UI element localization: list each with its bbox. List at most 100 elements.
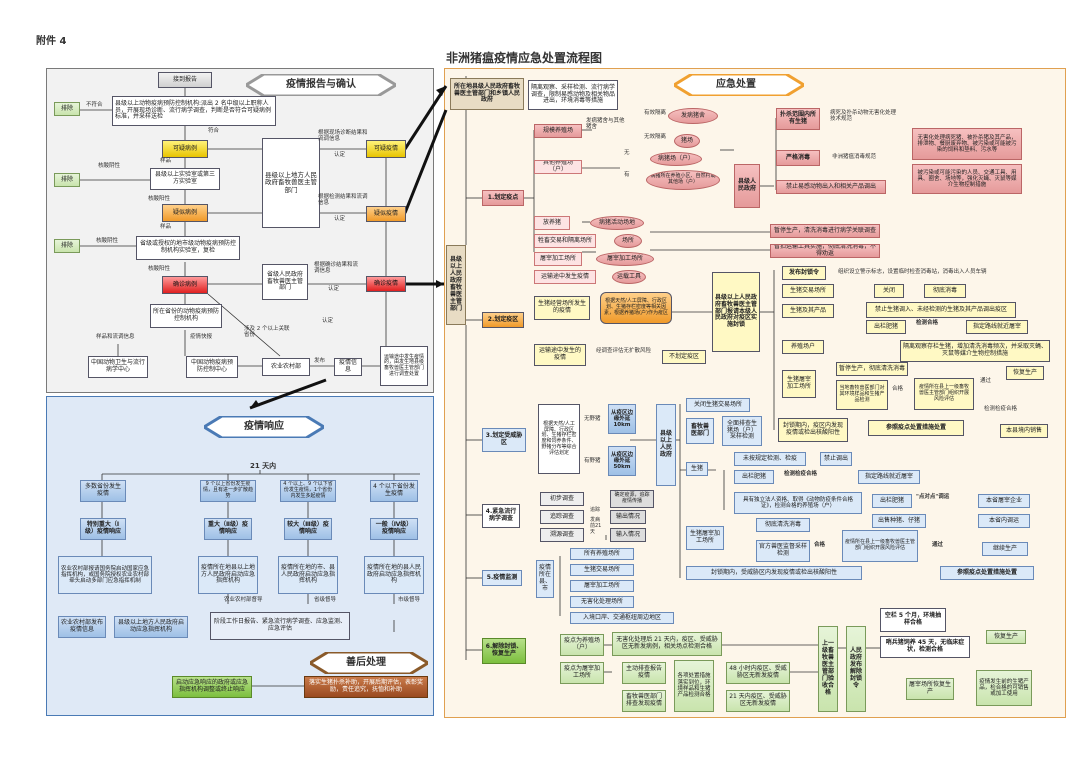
level-1-desc: 多数省份发生疫情 [80,480,126,502]
farm-b-label: 有效隔离 [644,110,667,116]
close-node: 关闭 [874,284,904,298]
confirm-label-4: 认定 [322,318,334,324]
initial-node: 初步调查 [540,492,584,506]
monitor-3-node: 屠宰加工场所 [570,580,634,592]
aftermath-section-title: 善后处理 [346,657,386,668]
close-market-node: 关闭生猪交易场所 [686,398,750,412]
level-4-desc: 4 个以下省份发生疫情 [370,480,418,502]
farms-z-node: 养殖场户 [782,340,824,354]
authority-node: 所在地县级人民政府畜牧兽医主管部门和乡镇人民政府 [450,78,524,110]
r-slaughter-node: 疫点为屠宰加工场所 [560,662,604,684]
likely-case-node: 疑似病例 [162,204,208,222]
county-center-node: 县级以上动物疫病预防控制机构:派出 2 名中级以上职称人员，开展现场诊断、流行病… [112,96,276,126]
slaughterhouse-node: 屠宰加工场所 [534,252,582,266]
step-3-node: 3.划定受威胁区 [482,428,526,452]
no-wild-label: 无野猪 [584,416,601,422]
seal-node: 发布封锁令 [782,266,826,280]
negative-label-2: 核酸阴性 [96,238,119,244]
survey-node: 全面排查生猪场（户）采样检测 [722,416,762,446]
market-node: 牲畜交易和隔离场所 [534,234,596,248]
exclude-node-2: 排除 [54,173,80,187]
track-note-node: 阶段工作日报告、紧急流行病学调查、应急监测、应急评估 [210,612,350,640]
step-6-node: 6.解除封锁、恢复生产 [482,638,526,664]
county-gov-node: 县级人民政府 [734,164,760,208]
level-2-action: 疫情所在地县以上地方人民政府启动应急指挥机构 [198,556,258,594]
r-full-node: 各项处置措施落实到位，环境样品和生猪产品检测合格 [674,660,714,712]
farm-node: 规模养殖场 [534,124,582,138]
sample-label-2: 样品 [160,224,172,230]
level-3-response: 较大（Ⅲ级）疫情响应 [284,518,332,540]
no-zone-node: 不划定疫区 [662,350,706,364]
slaughter-z-node: 生猪屠宰加工场所 [782,370,816,398]
sentinel-node: 空栏 5 个月，环境抽样合格 [880,608,946,632]
products-node: 生猪及其产品 [782,304,834,318]
county-stop-node: 县级以上地方人民政府启动应急指挥机构 [114,616,188,638]
status-confirmed-node: 确诊疫情 [366,276,406,292]
not-match-label: 不符合 [86,102,103,108]
info-note-node: 运输途中发生疫情的，由发生地县级畜牧兽医主管部门进行调查处置 [380,346,428,386]
tracking-out-node: 输出情况 [610,510,646,524]
samples-info-label: 样品和流调信息 [96,334,135,340]
china-center-node: 中国动物卫生与流行病学中心 [88,356,148,378]
r-delay-node: 畜牧兽医部门排查发现疫情 [622,690,666,712]
harmless-node: 无害化处理病死猪、被扑杀猪及其产品，排泄物、餐厨废弃物、被污染或可能被污染的饲料… [912,128,1022,160]
ref-t-node: 参照疫点处置措施处置 [940,566,1034,580]
level-3-desc: 4 个以上、9 个以下省份发生疫情，1个省份内发生多起疫情 [280,480,336,502]
level-4-action: 疫情所在地的县人民政府启动应急指挥机构 [364,556,424,594]
r-site-cond-node: 无害化处理后 21 天内，疫区、受威胁区无新发病例，相关场点检测合格 [612,632,722,656]
prov-center-node: 所在省份的动物疫病预防控制机构 [150,304,222,328]
threat-a-node: 从疫区边缘外延 10km [608,404,636,434]
ban-node: 禁止易感动物出入和相关产品调出 [776,180,886,194]
resume-farm-node: 恢复生产 [986,630,1026,644]
monitor-2-node: 生猪交易场所 [570,564,634,576]
r-main-node: 主动排查报告疫情 [622,662,666,684]
isolate-note-node: 隔离观察、采样检测、流行病学调查，限制易感动物及相关物品进出，环境消毒等措施 [528,80,618,110]
limit-note-node: 疫情发生前的生猪产品，检合格的可销售或加工使用 [976,670,1032,706]
pig-farm-node: 猪场 [674,134,700,148]
designated-node: 指定路线就近屠宰 [966,320,1028,334]
farm-c-label: 无效隔离 [644,134,667,140]
supervision-3: 市级督导 [398,597,421,603]
slaughter-site-node: 屠宰加工场所 [596,252,654,266]
prov-gov-dept-node: 省级人民政府畜牧兽医主管部门 [262,264,308,300]
negative-label-1: 核酸阴性 [98,163,121,169]
aftermath-node: 落实生猪扑杀补助，开展后期评估，表彰奖励，责任追究，抚恤和补助 [304,676,428,698]
pass-t2-label: 合格 [814,542,826,548]
disinfect-note: 非洲猪瘟消毒规范 [832,154,877,160]
clean-t-node: 彻底清洗消毒 [756,518,810,532]
stop-z-node: 暂停生产，彻底清洗消毒 [836,362,908,376]
pass-t3-label: 通过 [932,542,944,548]
vehicle-node: 运载工具 [612,270,646,284]
positive-label-1: 核酸阳性 [148,196,171,202]
final-node: 启动应急响应的政府或应急指挥机构调整或终止响应 [172,676,252,698]
sale-z-label: 检测检疫合格 [984,406,1018,412]
level-2-desc: 9 个以上省份发生疫情，且有进一步扩散趋势 [200,480,256,502]
quick-report-label: 疫情快报 [190,334,213,340]
trace-label: 追踪 [590,507,601,513]
zone-note-node: 根据天然/人工屏障、行政区划、生猪存栏密度等相关因素，根据养猪场(户)作为疫区 [600,292,672,324]
provincial-lab-node: 省级或授权的地市级动物疫病预防控制机构实验室，复检 [136,236,240,260]
clean-node: 彻底消毒 [924,284,966,298]
aftermath-title-banner [310,652,428,674]
sale-local-node: 本县境内销售 [1000,424,1048,438]
supervision-2: 省级督导 [314,597,337,603]
exclude-node-1: 排除 [54,102,80,116]
farm-a-label: 发病猪舍与其他猪舍 [586,118,625,131]
other-farm-node: 其他养殖场（户） [534,160,582,174]
response-days-label: 21 天内 [250,462,277,470]
free-range-node: 放养猪 [534,216,570,230]
level-3-action: 疫情所在地的市、县人民政府启动应急指挥机构 [278,556,338,594]
county-lab-node: 县级以上实验室或第三方实验室 [150,168,220,190]
input-node: 输入情况 [610,528,646,542]
piglets-node: 出售种猪、仔猪 [872,514,926,528]
ban-move-node: 禁止调出 [820,452,852,466]
disposal-title-node: 扑杀范围内所有生猪 [776,108,820,130]
zone-transport-node: 运输途中发生的疫情 [534,344,586,366]
site-node: 场所 [614,234,642,248]
tracking-node: 追踪调查 [540,510,584,524]
receive-report-node: 接到报告 [158,72,212,88]
isolate-node: 隔离观察存栏生猪，增加清洗消毒频次，并采取灭蝇、灭鼠等媒介生物控制措施 [900,340,1050,362]
with-sep-label: 有 [624,172,630,178]
moa-check-node: 农业农村部发布疫情信息 [58,616,106,638]
